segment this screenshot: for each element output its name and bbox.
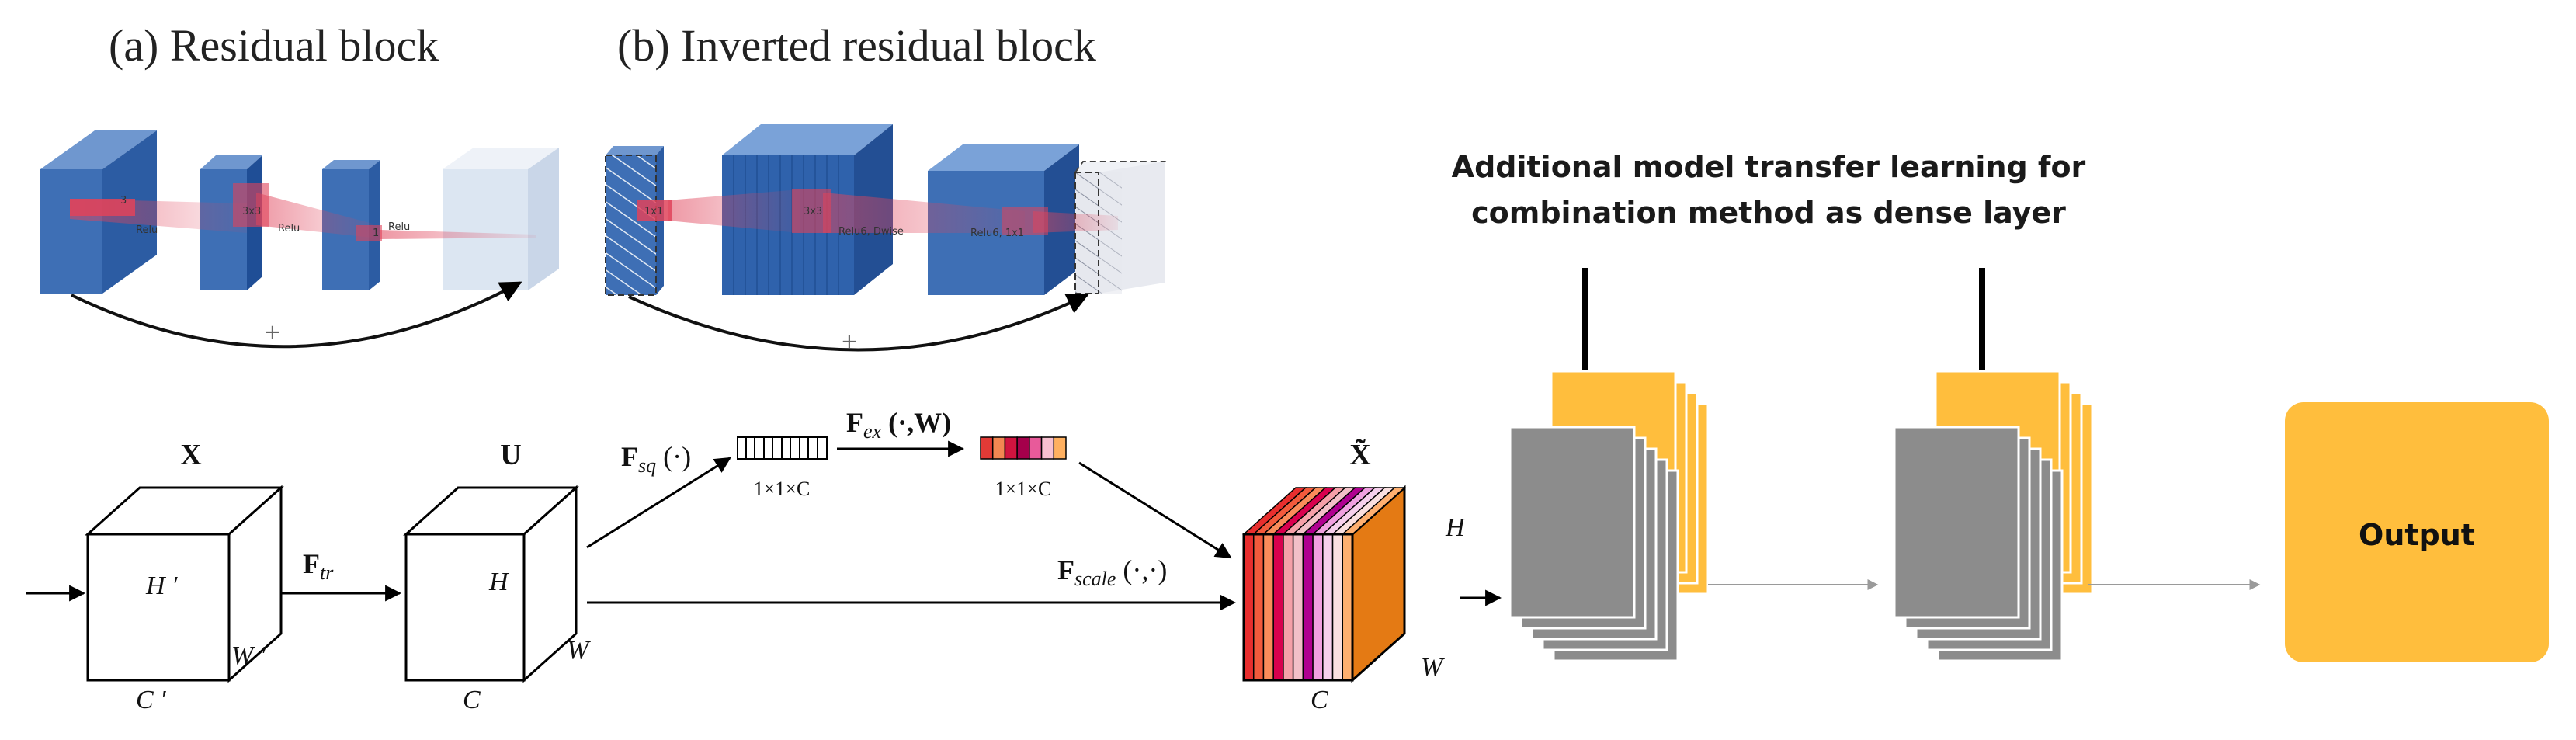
f-sq-label: Fsq (·) xyxy=(621,441,691,477)
x-tilde-channel xyxy=(1342,533,1353,681)
recalibrated-tensor-x-tilde xyxy=(1242,485,1406,683)
x-tilde-channel xyxy=(1252,533,1265,681)
residual-label-4: Relu xyxy=(278,223,300,235)
f-ex-label: Fex (·,W) xyxy=(846,407,951,443)
se-block-diagram: X H ′ W ′ C ′ Ftr U H W C Fsq (·) xyxy=(26,407,1502,714)
f-sq-arrow xyxy=(586,457,731,549)
x-tilde-channel xyxy=(1292,533,1304,681)
output-node: Output xyxy=(2285,402,2549,662)
f-scale-label: Fscale (·,·) xyxy=(1057,554,1167,590)
residual-block-diagram: 3 Relu 3x3 Relu 1 Relu + xyxy=(40,130,559,349)
inverted-skip-connection xyxy=(628,294,1089,352)
excitation-vector xyxy=(980,436,1067,460)
squeeze-dim-label: 1×1×C xyxy=(754,478,811,500)
dense-layer-sheet xyxy=(1893,426,2020,619)
excitation-dim-label: 1×1×C xyxy=(995,478,1052,500)
annotation-line-1: Additional model transfer learning for xyxy=(1452,150,2086,184)
residual-label-5: 1 xyxy=(373,228,379,239)
inverted-plus-sign: + xyxy=(841,330,858,353)
h-prime-label: H ′ xyxy=(145,572,178,600)
feature-map-u xyxy=(403,485,579,683)
residual-label-6: Relu xyxy=(388,221,410,233)
inverted-residual-block-diagram: 1x1 3x3 Relu6, Dwise Relu6, 1x1 + xyxy=(605,124,1166,353)
residual-label-1: 3 xyxy=(120,195,127,207)
annotation-line-2: combination method as dense layer xyxy=(1471,196,2066,230)
c-prime-label: C ′ xyxy=(136,686,166,714)
squeeze-vector xyxy=(737,436,828,460)
tensor-u-label: U xyxy=(500,439,521,471)
tensor-x-label: X xyxy=(180,439,201,471)
output-label: Output xyxy=(2359,518,2475,552)
w-label-2: W xyxy=(1421,653,1445,682)
f-tr-label: Ftr xyxy=(303,548,334,584)
panel-a-title: (a) Residual block xyxy=(109,20,439,71)
inverted-label-2: 3x3 xyxy=(804,206,822,217)
panel-b-title: (b) Inverted residual block xyxy=(617,20,1096,71)
inverted-label-3: Relu6, Dwise xyxy=(838,226,904,238)
residual-label-2: Relu xyxy=(136,224,158,236)
dense-layer-stack-1 xyxy=(1508,370,1710,662)
excitation-channel xyxy=(980,436,994,460)
x-tilde-channel xyxy=(1272,533,1284,681)
excitation-channel xyxy=(1004,436,1018,460)
input-tensor-x xyxy=(85,485,284,683)
inverted-label-1: 1x1 xyxy=(644,206,663,217)
c-label: C xyxy=(463,686,481,714)
excitation-channel xyxy=(1029,436,1043,460)
excitation-channel xyxy=(991,436,1006,460)
h-label-2: H xyxy=(1445,513,1467,542)
tensor-x-tilde-label: X̃ xyxy=(1349,439,1370,471)
h-label: H xyxy=(488,568,510,596)
inverted-block-layer-4 xyxy=(1074,161,1166,294)
residual-skip-connection xyxy=(71,281,522,349)
residual-plus-sign: + xyxy=(264,321,281,344)
inverted-label-4: Relu6, 1x1 xyxy=(970,228,1024,239)
output-box xyxy=(2285,402,2549,662)
residual-block-layer-4 xyxy=(443,148,559,290)
dense-layer-sheet xyxy=(1508,426,1636,619)
x-tilde-channel xyxy=(1243,533,1255,681)
x-tilde-channel xyxy=(1283,533,1294,681)
x-tilde-channel xyxy=(1262,533,1274,681)
w-label: W xyxy=(567,636,591,665)
x-tilde-channel xyxy=(1322,533,1334,681)
dense-layer-stack-2 xyxy=(1893,370,2094,662)
excitation-channel xyxy=(1016,436,1030,460)
w-prime-label: W ′ xyxy=(231,641,266,670)
residual-label-3: 3x3 xyxy=(242,206,261,217)
excitation-channel xyxy=(1053,436,1067,460)
excitation-to-scale-arrow xyxy=(1078,461,1232,559)
x-tilde-channel xyxy=(1331,533,1344,681)
x-tilde-channel xyxy=(1302,533,1314,681)
x-tilde-channel xyxy=(1312,533,1324,681)
excitation-channel xyxy=(1040,436,1055,460)
c-label-2: C xyxy=(1311,686,1328,714)
